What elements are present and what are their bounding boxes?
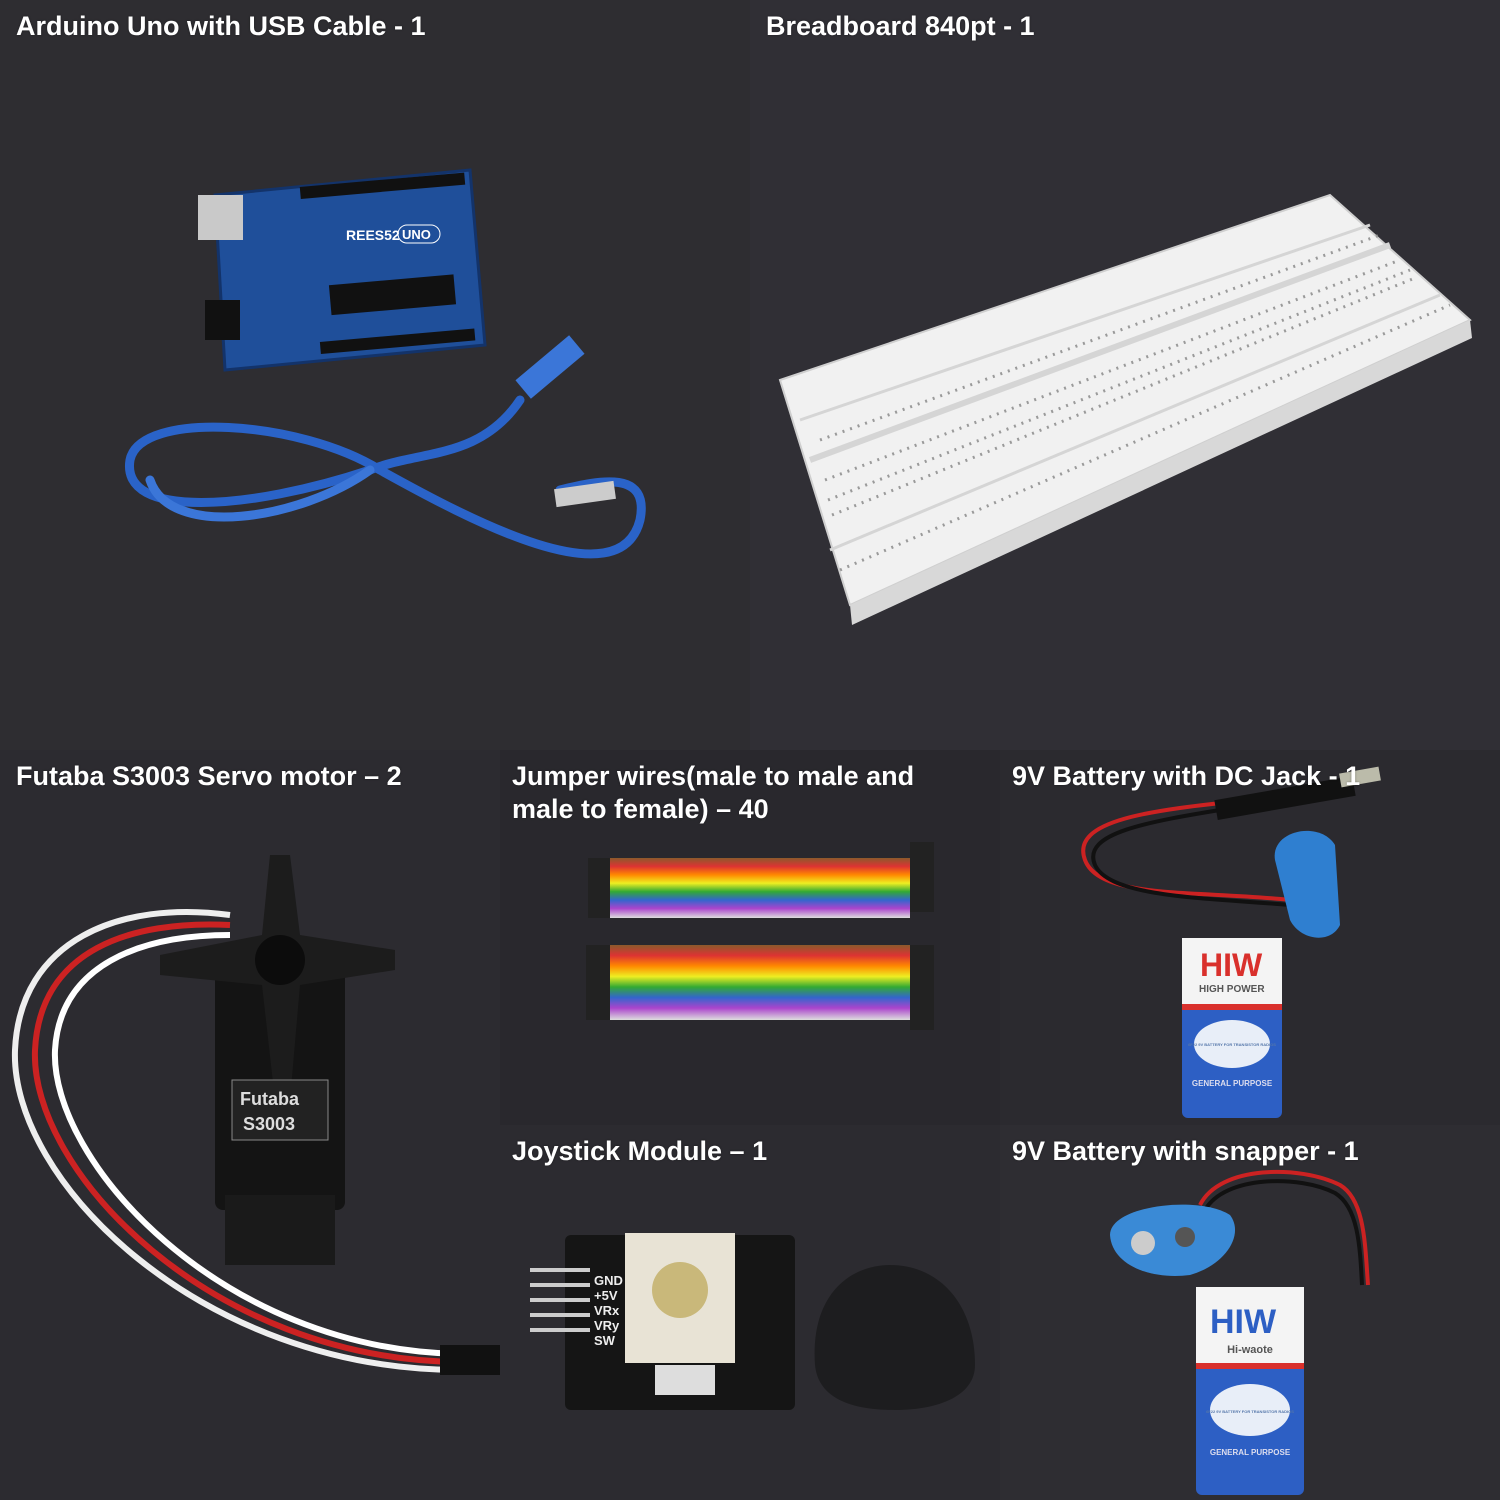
usb-a-plug — [554, 480, 616, 508]
caption-joystick: Joystick Module – 1 — [512, 1136, 768, 1166]
pin-vrx: VRx — [594, 1303, 620, 1318]
battery-subtitle: HIGH POWER — [1199, 984, 1265, 995]
joystick-photo: GND +5V VRx VRy SW — [530, 1233, 975, 1410]
pin-vry: VRy — [594, 1318, 620, 1333]
battery-brand: HIW — [1200, 947, 1263, 983]
pin-gnd: GND — [594, 1273, 623, 1288]
pin-sw: SW — [594, 1333, 616, 1348]
battery2-oval-text: 6F22 9V BATTERY FOR TRANSISTOR RADIOS — [1206, 1409, 1294, 1414]
panel-battery-snap: 9V Battery with snapper - 1 HIW Hi-waote… — [1000, 1125, 1500, 1500]
caption-jumpers: Jumper wires(male to male and male to fe… — [512, 760, 914, 826]
panel-battery-dc: 9V Battery with DC Jack - 1 HIW HIGH POW… — [1000, 750, 1500, 1125]
arduino-board: REES52 UNO — [198, 168, 487, 372]
pin-5v: +5V — [594, 1288, 618, 1303]
jumper-wires-photo — [586, 842, 934, 1030]
panel-servo: Futaba S3003 Servo motor – 2 Futaba S300… — [0, 750, 500, 1500]
caption-servo: Futaba S3003 Servo motor – 2 — [16, 761, 402, 791]
battery-9v-2: HIW Hi-waote 6F22 9V BATTERY FOR TRANSIS… — [1196, 1287, 1304, 1495]
battery-oval-text: 6F22 9V BATTERY FOR TRANSISTOR RADIOS — [1188, 1042, 1276, 1047]
arduino-photo: REES52 UNO — [125, 168, 646, 559]
caption-jumpers-line2: male to female) – 40 — [512, 794, 769, 824]
usb-b-plug — [515, 335, 585, 399]
servo-wires — [11, 909, 461, 1373]
servo-model: S3003 — [243, 1114, 295, 1134]
battery2-subtitle: Hi-waote — [1227, 1344, 1273, 1356]
joystick-cap — [814, 1265, 975, 1410]
dc-jack — [1214, 775, 1356, 821]
battery-snap-photo: HIW Hi-waote 6F22 9V BATTERY FOR TRANSIS… — [1110, 1169, 1370, 1495]
caption-arduino: Arduino Uno with USB Cable - 1 — [16, 11, 426, 41]
caption-jumpers-line1: Jumper wires(male to male and — [512, 761, 915, 791]
caption-battery-snap: 9V Battery with snapper - 1 — [1012, 1136, 1359, 1166]
battery-snap — [1274, 830, 1340, 938]
servo-brand: Futaba — [240, 1089, 300, 1109]
caption-breadboard: Breadboard 840pt - 1 — [766, 11, 1035, 41]
jumper-bundle-1 — [610, 858, 910, 918]
panel-arduino: Arduino Uno with USB Cable - 1 REES52 UN… — [0, 0, 750, 750]
jumper-bundle-2 — [610, 945, 910, 1020]
battery2-brand: HIW — [1210, 1303, 1277, 1341]
battery-dc-photo: HIW HIGH POWER 6F22 9V BATTERY FOR TRANS… — [1081, 766, 1381, 1118]
usb-cable — [125, 395, 646, 559]
battery-9v: HIW HIGH POWER 6F22 9V BATTERY FOR TRANS… — [1182, 938, 1282, 1118]
battery-snapper — [1110, 1204, 1236, 1276]
battery2-footer: GENERAL PURPOSE — [1210, 1448, 1291, 1457]
panel-joystick: Joystick Module – 1 GND +5V VRx VRy SW — [500, 1125, 1000, 1500]
panel-breadboard: Breadboard 840pt - 1 — [750, 0, 1500, 750]
battery-footer: GENERAL PURPOSE — [1192, 1079, 1273, 1088]
board-label: REES52 — [346, 227, 400, 243]
breadboard-photo — [778, 193, 1472, 625]
servo-photo: Futaba S3003 — [11, 855, 500, 1375]
panel-jumpers: Jumper wires(male to male and male to fe… — [500, 750, 1000, 1125]
caption-battery-dc: 9V Battery with DC Jack - 1 — [1012, 761, 1361, 791]
board-badge: UNO — [402, 227, 431, 242]
